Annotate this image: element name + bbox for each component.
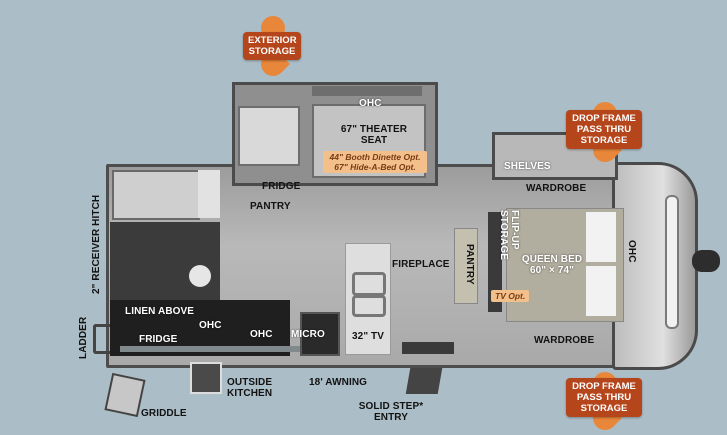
flip-up-storage-label: FLIP-UP STORAGE	[498, 210, 520, 260]
ladder	[93, 324, 110, 354]
dinette-options-label: 44" Booth Dinette Opt. 67" Hide-A-Bed Op…	[323, 151, 427, 173]
entry-step	[405, 368, 443, 394]
tongue-jack	[692, 250, 720, 272]
linen-above-label: LINEN ABOVE	[125, 306, 195, 317]
microwave-label: MICRO	[291, 329, 325, 340]
callout-text: STORAGE	[248, 46, 296, 57]
kitchen-ohc-label: OHC	[250, 329, 273, 340]
theater-seat-line: SEAT	[360, 135, 388, 146]
wardrobe-bottom-label: WARDROBE	[534, 335, 595, 346]
outside-kitchen-line: OUTSIDE	[227, 377, 273, 388]
fridge-label: FRIDGE	[262, 181, 301, 192]
shelves-label: SHELVES	[504, 161, 551, 172]
slideout-ohc-bar	[312, 86, 422, 96]
slideout-ohc-label: OHC	[359, 98, 382, 109]
callout-text: STORAGE	[580, 403, 628, 414]
flip-up-line: FLIP-UP	[509, 210, 520, 250]
queen-bed-line: QUEEN BED	[521, 254, 583, 265]
receiver-hitch-label: 2" RECEIVER HITCH	[91, 194, 102, 294]
outside-kitchen-line: KITCHEN	[227, 388, 273, 399]
ladder-label: LADDER	[78, 316, 89, 359]
callout-text: PASS THRU	[576, 392, 632, 403]
rear-shower	[112, 170, 200, 220]
callout-text: DROP FRAME	[572, 381, 636, 392]
pillow-bottom	[586, 266, 616, 316]
rear-ohc-label: OHC	[199, 320, 222, 331]
tv-32-label: 32" TV	[352, 331, 385, 342]
fireplace-label: FIREPLACE	[392, 259, 450, 270]
drop-frame-label-top: DROP FRAME PASS THRU STORAGE	[566, 110, 642, 149]
microwave	[300, 312, 340, 356]
fireplace-sink-2	[352, 295, 386, 317]
flip-up-storage-panel	[488, 212, 502, 312]
outside-kitchen-label: OUTSIDE KITCHEN	[227, 377, 272, 399]
option-line: 44" Booth Dinette Opt.	[329, 152, 421, 162]
solid-step-line: SOLID STEP*	[358, 401, 424, 412]
pantry-label-left: PANTRY	[250, 201, 291, 212]
rear-bathroom	[110, 222, 220, 302]
fireplace-sink-1	[352, 272, 386, 296]
callout-text: STORAGE	[580, 135, 628, 146]
rear-pantry-cabinet	[198, 170, 220, 218]
griddle	[104, 372, 146, 418]
solid-step-line: ENTRY	[373, 412, 409, 423]
slideout-cabinet	[238, 106, 300, 166]
entry-door	[402, 342, 454, 354]
front-cap	[612, 162, 698, 370]
griddle-label: GRIDDLE	[141, 408, 187, 419]
front-cap-inner-stripe	[665, 195, 679, 329]
kitchen-counter-strip	[120, 346, 320, 352]
queen-bed-label: QUEEN BED 60" × 74"	[517, 254, 587, 276]
outside-kitchen-box	[190, 362, 222, 394]
outside-fridge-label: FRIDGE	[139, 334, 178, 345]
flip-up-line: STORAGE	[498, 210, 509, 260]
exterior-storage-label: EXTERIOR STORAGE	[243, 32, 301, 60]
option-line: 67" Hide-A-Bed Opt.	[334, 162, 416, 172]
solid-step-entry-label: SOLID STEP* ENTRY	[356, 401, 426, 423]
theater-seat-line: 67" THEATER	[340, 124, 408, 135]
drop-frame-storage-callout-top: DROP FRAME PASS THRU STORAGE	[566, 97, 646, 167]
drop-frame-storage-callout-bottom: DROP FRAME PASS THRU STORAGE	[566, 367, 646, 435]
wardrobe-top-label: WARDROBE	[526, 183, 587, 194]
drop-frame-label-bottom: DROP FRAME PASS THRU STORAGE	[566, 378, 642, 417]
exterior-storage-callout: EXTERIOR STORAGE	[243, 11, 303, 81]
callout-text: DROP FRAME	[572, 113, 636, 124]
toilet	[189, 265, 211, 287]
pillow-top	[586, 212, 616, 262]
callout-text: PASS THRU	[576, 124, 632, 135]
front-ohc-label: OHC	[626, 240, 637, 263]
theater-seat-label: 67" THEATER SEAT	[334, 124, 414, 146]
tv-option-label: TV Opt.	[491, 290, 530, 302]
queen-bed-line: 60" × 74"	[529, 265, 575, 276]
pantry-cabinet-right	[454, 228, 478, 304]
awning-label: 18' AWNING	[309, 377, 368, 388]
callout-text: EXTERIOR	[248, 35, 297, 46]
pantry-label-right: PANTRY	[464, 244, 475, 285]
